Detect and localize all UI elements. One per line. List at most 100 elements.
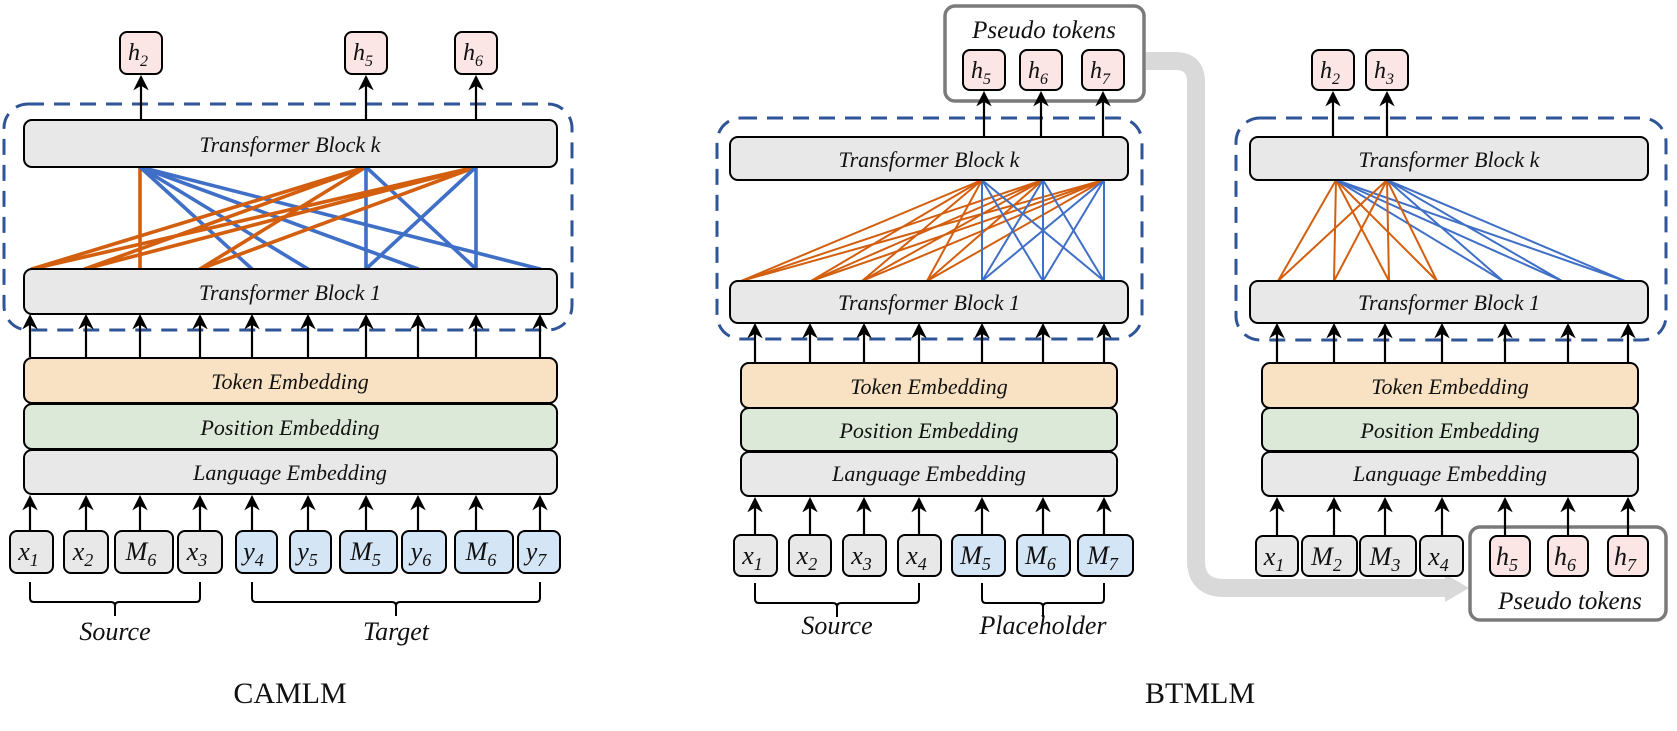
output-token-h2: h2 (1311, 49, 1355, 91)
attention-edge-blue (1042, 179, 1105, 282)
token-box (1301, 535, 1358, 577)
input-token-x1: x1 (9, 530, 54, 574)
btmlm-step1-panel: Pseudo tokens Transformer Block k Transf… (715, 4, 1255, 710)
input-token-x3: x3 (842, 534, 887, 577)
attention-edge-orange (1386, 179, 1390, 282)
token-box (962, 49, 1006, 91)
token-label: h2 (128, 40, 148, 70)
token-box (401, 530, 447, 574)
position-embedding-label: Position Embedding (1359, 418, 1539, 443)
output-token-h6: h6 (454, 31, 498, 75)
transformer-stack-dashed-border (2, 102, 574, 332)
transformer-block-k-label: Transformer Block k (200, 132, 382, 157)
transformer-stack-dashed-border (1234, 116, 1668, 342)
group-brace (981, 583, 1105, 617)
attention-edge-orange (1277, 179, 1337, 282)
input-token-M5: M5 (951, 534, 1006, 577)
token-box (235, 530, 278, 574)
output-token-h2: h2 (119, 31, 163, 75)
input-token-y4: y4 (235, 530, 278, 574)
output-token-h7: h7 (1081, 49, 1125, 91)
input-token-M6: M6 (1016, 534, 1071, 577)
attention-edge-blue (1386, 179, 1563, 282)
position-embedding-label: Position Embedding (199, 415, 379, 440)
token-box (1255, 535, 1299, 577)
token-box (517, 530, 561, 574)
token-box (1359, 535, 1417, 577)
token-box (1365, 49, 1409, 91)
token-box (1019, 49, 1063, 91)
token-label: x2 (72, 537, 94, 570)
token-label: x3 (850, 541, 872, 574)
language-embedding-label: Language Embedding (1352, 461, 1547, 486)
token-box (1311, 49, 1355, 91)
token-label: h2 (1320, 58, 1340, 88)
token-box (339, 530, 398, 574)
attention-edge-orange (1277, 179, 1388, 282)
token-label: h5 (1496, 542, 1518, 575)
input-token-y6: y6 (401, 530, 447, 574)
attention-edge-orange (1386, 179, 1438, 282)
token-label: x4 (1427, 542, 1449, 575)
output-token-h6: h6 (1019, 49, 1063, 91)
transformer-block-k (1249, 136, 1649, 181)
token-box (114, 530, 174, 574)
token-label: y6 (408, 537, 432, 570)
input-token-x1: x1 (733, 534, 778, 577)
token-label: h6 (1554, 542, 1576, 575)
input-token-M3: M3 (1359, 535, 1417, 577)
output-token-h3: h3 (1365, 49, 1409, 91)
attention-edge-blue (1335, 179, 1504, 282)
token-box (951, 534, 1006, 577)
transformer-block-k (23, 119, 558, 168)
attention-edge-orange (1333, 179, 1337, 282)
attention-edge-blue (1335, 179, 1563, 282)
group-brace (754, 583, 920, 617)
attention-edge-blue (1386, 179, 1626, 282)
token-label: x1 (1263, 542, 1285, 575)
transformer-block-1-label: Transformer Block 1 (838, 290, 1020, 315)
token-box (289, 530, 332, 574)
token-box (9, 530, 54, 574)
attention-edge-orange (1333, 179, 1388, 282)
flow-arrow-path (1146, 52, 1445, 597)
attention-edge-blue (981, 179, 1044, 282)
input-token-M2: M2 (1301, 535, 1358, 577)
attention-edge-orange (861, 179, 1044, 282)
input-token-x2: x2 (788, 534, 832, 577)
token-box (1419, 535, 1464, 577)
attention-edge-blue (1335, 179, 1626, 282)
attention-edge-orange (740, 179, 1044, 282)
input-token-x1: x1 (1255, 535, 1299, 577)
token-label: y5 (294, 537, 318, 570)
attention-edge-orange (740, 179, 983, 282)
token-label: x1 (741, 541, 763, 574)
attention-edge-blue (981, 179, 1105, 282)
token-label: M3 (1369, 542, 1401, 575)
language-embedding-layer (1261, 451, 1639, 497)
camlm-panel: Transformer Block k Transformer Block 1 … (2, 31, 574, 710)
token-label: M2 (1310, 542, 1342, 575)
language-embedding-label: Language Embedding (831, 461, 1026, 486)
transformer-block-k (729, 136, 1129, 181)
token-box (177, 530, 223, 574)
attention-edge-orange (810, 179, 1105, 282)
group-label-source: Source (79, 617, 150, 646)
attention-edge-orange (810, 179, 1044, 282)
btmlm-step2-panel: Transformer Block k Transformer Block 1 … (1234, 49, 1668, 622)
attention-edge-blue (364, 165, 478, 271)
input-token-h5: h5 (1489, 535, 1531, 577)
token-embedding-label: Token Embedding (1371, 374, 1528, 399)
group-label-placeholder: Placeholder (978, 611, 1107, 640)
input-token-M6: M6 (454, 530, 514, 574)
token-label: M5 (959, 541, 991, 574)
language-embedding-layer (740, 451, 1118, 497)
input-token-h7: h7 (1607, 535, 1649, 577)
attention-edges (30, 165, 542, 271)
token-embedding-label: Token Embedding (211, 369, 368, 394)
position-embedding-label: Position Embedding (838, 418, 1018, 443)
input-token-y5: y5 (289, 530, 332, 574)
